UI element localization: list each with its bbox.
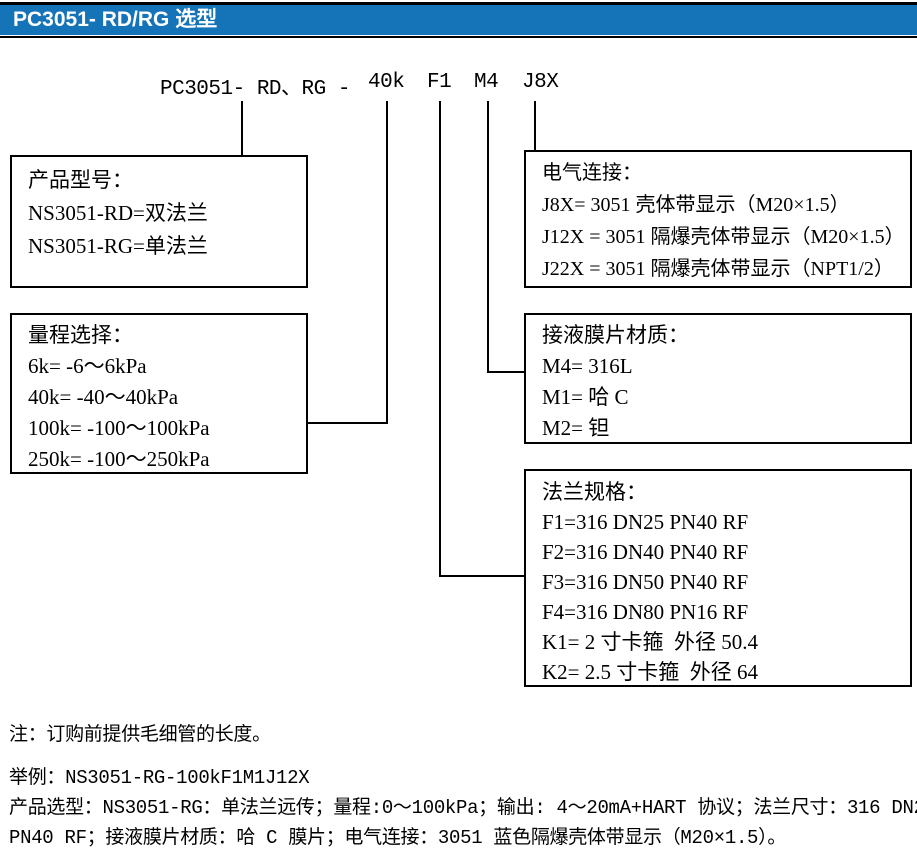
box-item: F1=316 DN25 PN40 RF (542, 510, 749, 534)
box-title: 产品型号： (28, 168, 133, 192)
note-example: 举例：NS3051-RG-100kF1M1J12X (9, 767, 310, 789)
box-item: 40k= -40～40kPa (28, 385, 179, 409)
box-item: 6k= -6～6kPa (28, 354, 147, 378)
box-item: NS3051-RG=单法兰 (28, 234, 208, 258)
connector-electrical-vline (534, 101, 536, 150)
connector-range-hline (307, 422, 388, 424)
box-product-model: 产品型号： NS3051-RD=双法兰 NS3051-RG=单法兰 (10, 155, 308, 288)
note-capillary: 注：订购前提供毛细管的长度。 (9, 724, 271, 746)
model-code-range: 40k (368, 71, 405, 94)
note-selection-line2: PN40 RF；接液膜片材质：哈 C 膜片；电气连接：3051 蓝色隔爆壳体带显… (9, 827, 787, 849)
box-item: J12X = 3051 隔爆壳体带显示（M20×1.5） (542, 226, 905, 248)
connector-diaphragm-hline (487, 371, 524, 373)
connector-diaphragm-vline (487, 101, 489, 373)
box-item: NS3051-RD=双法兰 (28, 201, 208, 225)
box-item: 250k= -100～250kPa (28, 447, 210, 471)
model-code-flange: F1 (427, 71, 452, 94)
box-range-selection: 量程选择： 6k= -6～6kPa 40k= -40～40kPa 100k= -… (10, 313, 308, 474)
box-electrical-connection: 电气连接： J8X= 3051 壳体带显示（M20×1.5） J12X = 30… (524, 150, 912, 288)
header-bar: PC3051- RD/RG 选型 (0, 5, 917, 35)
box-item: F4=316 DN80 PN16 RF (542, 600, 749, 624)
box-title: 电气连接： (542, 162, 642, 184)
box-item: F3=316 DN50 PN40 RF (542, 570, 749, 594)
header-bottom-rule (0, 36, 917, 38)
box-item: J22X = 3051 隔爆壳体带显示（NPT1/2） (542, 258, 894, 280)
box-item: M1= 哈 C (542, 385, 629, 409)
page-title: PC3051- RD/RG 选型 (13, 8, 218, 31)
box-diaphragm-material: 接液膜片材质： M4= 316L M1= 哈 C M2= 钽 (524, 313, 912, 444)
header-top-rule (0, 2, 917, 5)
box-item: K2= 2.5 寸卡箍 外径 64 (542, 660, 759, 684)
box-title: 量程选择： (28, 323, 133, 347)
box-item: M4= 316L (542, 354, 633, 378)
box-item: F2=316 DN40 PN40 RF (542, 540, 749, 564)
note-selection-line1: 产品选型：NS3051-RG：单法兰远传；量程:0～100kPa；输出: 4～2… (9, 797, 917, 819)
box-title: 法兰规格： (542, 480, 647, 504)
box-item: J8X= 3051 壳体带显示（M20×1.5） (542, 194, 850, 216)
box-item: M2= 钽 (542, 416, 610, 440)
connector-flange-vline (439, 101, 441, 577)
model-code-prefix: PC3051- RD、RG - (160, 78, 350, 101)
connector-range-vline (386, 101, 388, 424)
box-item: 100k= -100～100kPa (28, 416, 210, 440)
box-title: 接液膜片材质： (542, 323, 689, 347)
connector-product-vline (241, 101, 243, 155)
box-item: K1= 2 寸卡箍 外径 50.4 (542, 630, 759, 654)
box-flange-spec: 法兰规格： F1=316 DN25 PN40 RF F2=316 DN40 PN… (524, 469, 912, 687)
model-code-electrical: J8X (522, 71, 559, 94)
model-code-diaphragm: M4 (474, 71, 499, 94)
connector-flange-hline (439, 575, 524, 577)
